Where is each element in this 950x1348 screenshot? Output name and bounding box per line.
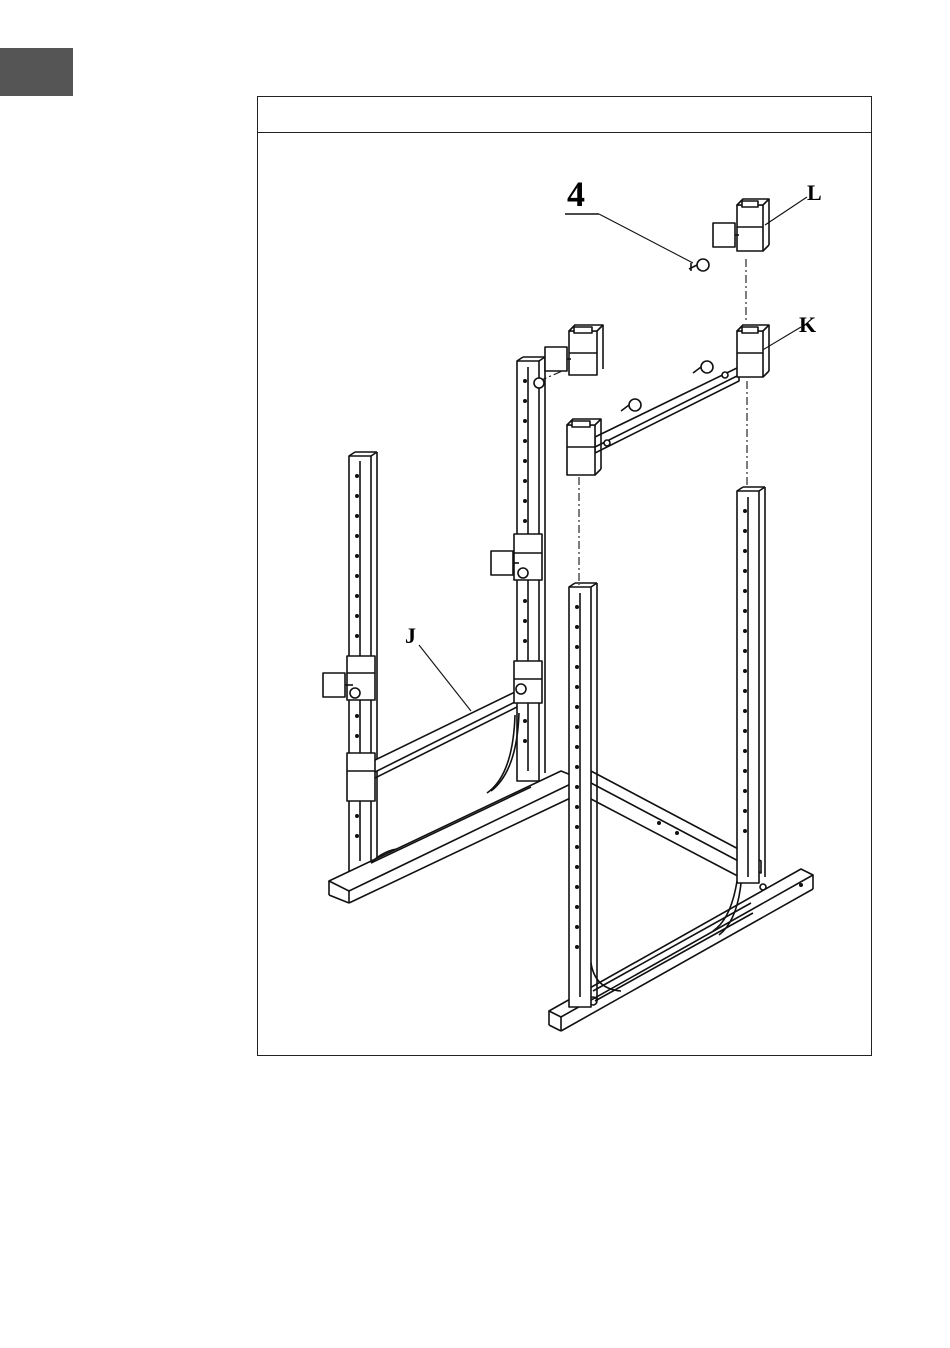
language-tab (0, 48, 73, 96)
part-l-jhook (713, 199, 769, 251)
part-label-l: L (807, 180, 822, 205)
front-left-upright (569, 583, 597, 1007)
part-j-crossbar (373, 691, 517, 779)
step-header (258, 97, 871, 133)
bolt-4 (689, 259, 709, 271)
step-number-label: 4 (567, 174, 585, 214)
front-right-upright (737, 487, 765, 883)
assembly-drawing: 4 L K J (258, 133, 871, 1055)
assembly-step-panel: 4 L K J (257, 96, 872, 1056)
part-label-k: K (799, 312, 816, 337)
part-label-j: J (405, 623, 416, 648)
